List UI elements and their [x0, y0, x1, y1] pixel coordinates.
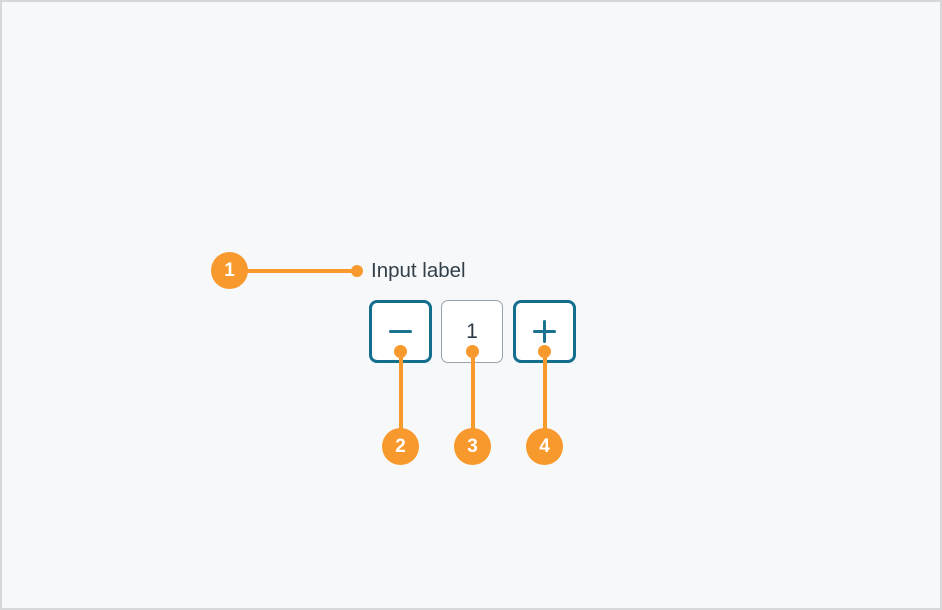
annotation-marker-4: 4	[526, 428, 563, 465]
annotation-marker-3: 3	[454, 428, 491, 465]
annotation-marker-1-number: 1	[224, 259, 235, 281]
annotation-marker-2: 2	[382, 428, 419, 465]
annotation-marker-4-number: 4	[539, 435, 550, 457]
annotation-leader-line-1	[245, 269, 355, 273]
input-label: Input label	[371, 259, 466, 282]
annotation-marker-2-number: 2	[395, 435, 406, 457]
annotation-leader-dot-4	[538, 345, 551, 358]
minus-icon	[389, 329, 412, 334]
plus-icon	[533, 320, 556, 343]
annotation-leader-dot-1	[351, 265, 363, 277]
annotation-leader-line-3	[471, 352, 475, 431]
annotation-leader-line-2	[399, 352, 403, 431]
annotation-leader-dot-2	[394, 345, 407, 358]
annotation-leader-line-4	[543, 352, 547, 431]
annotation-leader-dot-3	[466, 345, 479, 358]
annotation-marker-1: 1	[211, 252, 248, 289]
annotation-marker-3-number: 3	[467, 435, 478, 457]
